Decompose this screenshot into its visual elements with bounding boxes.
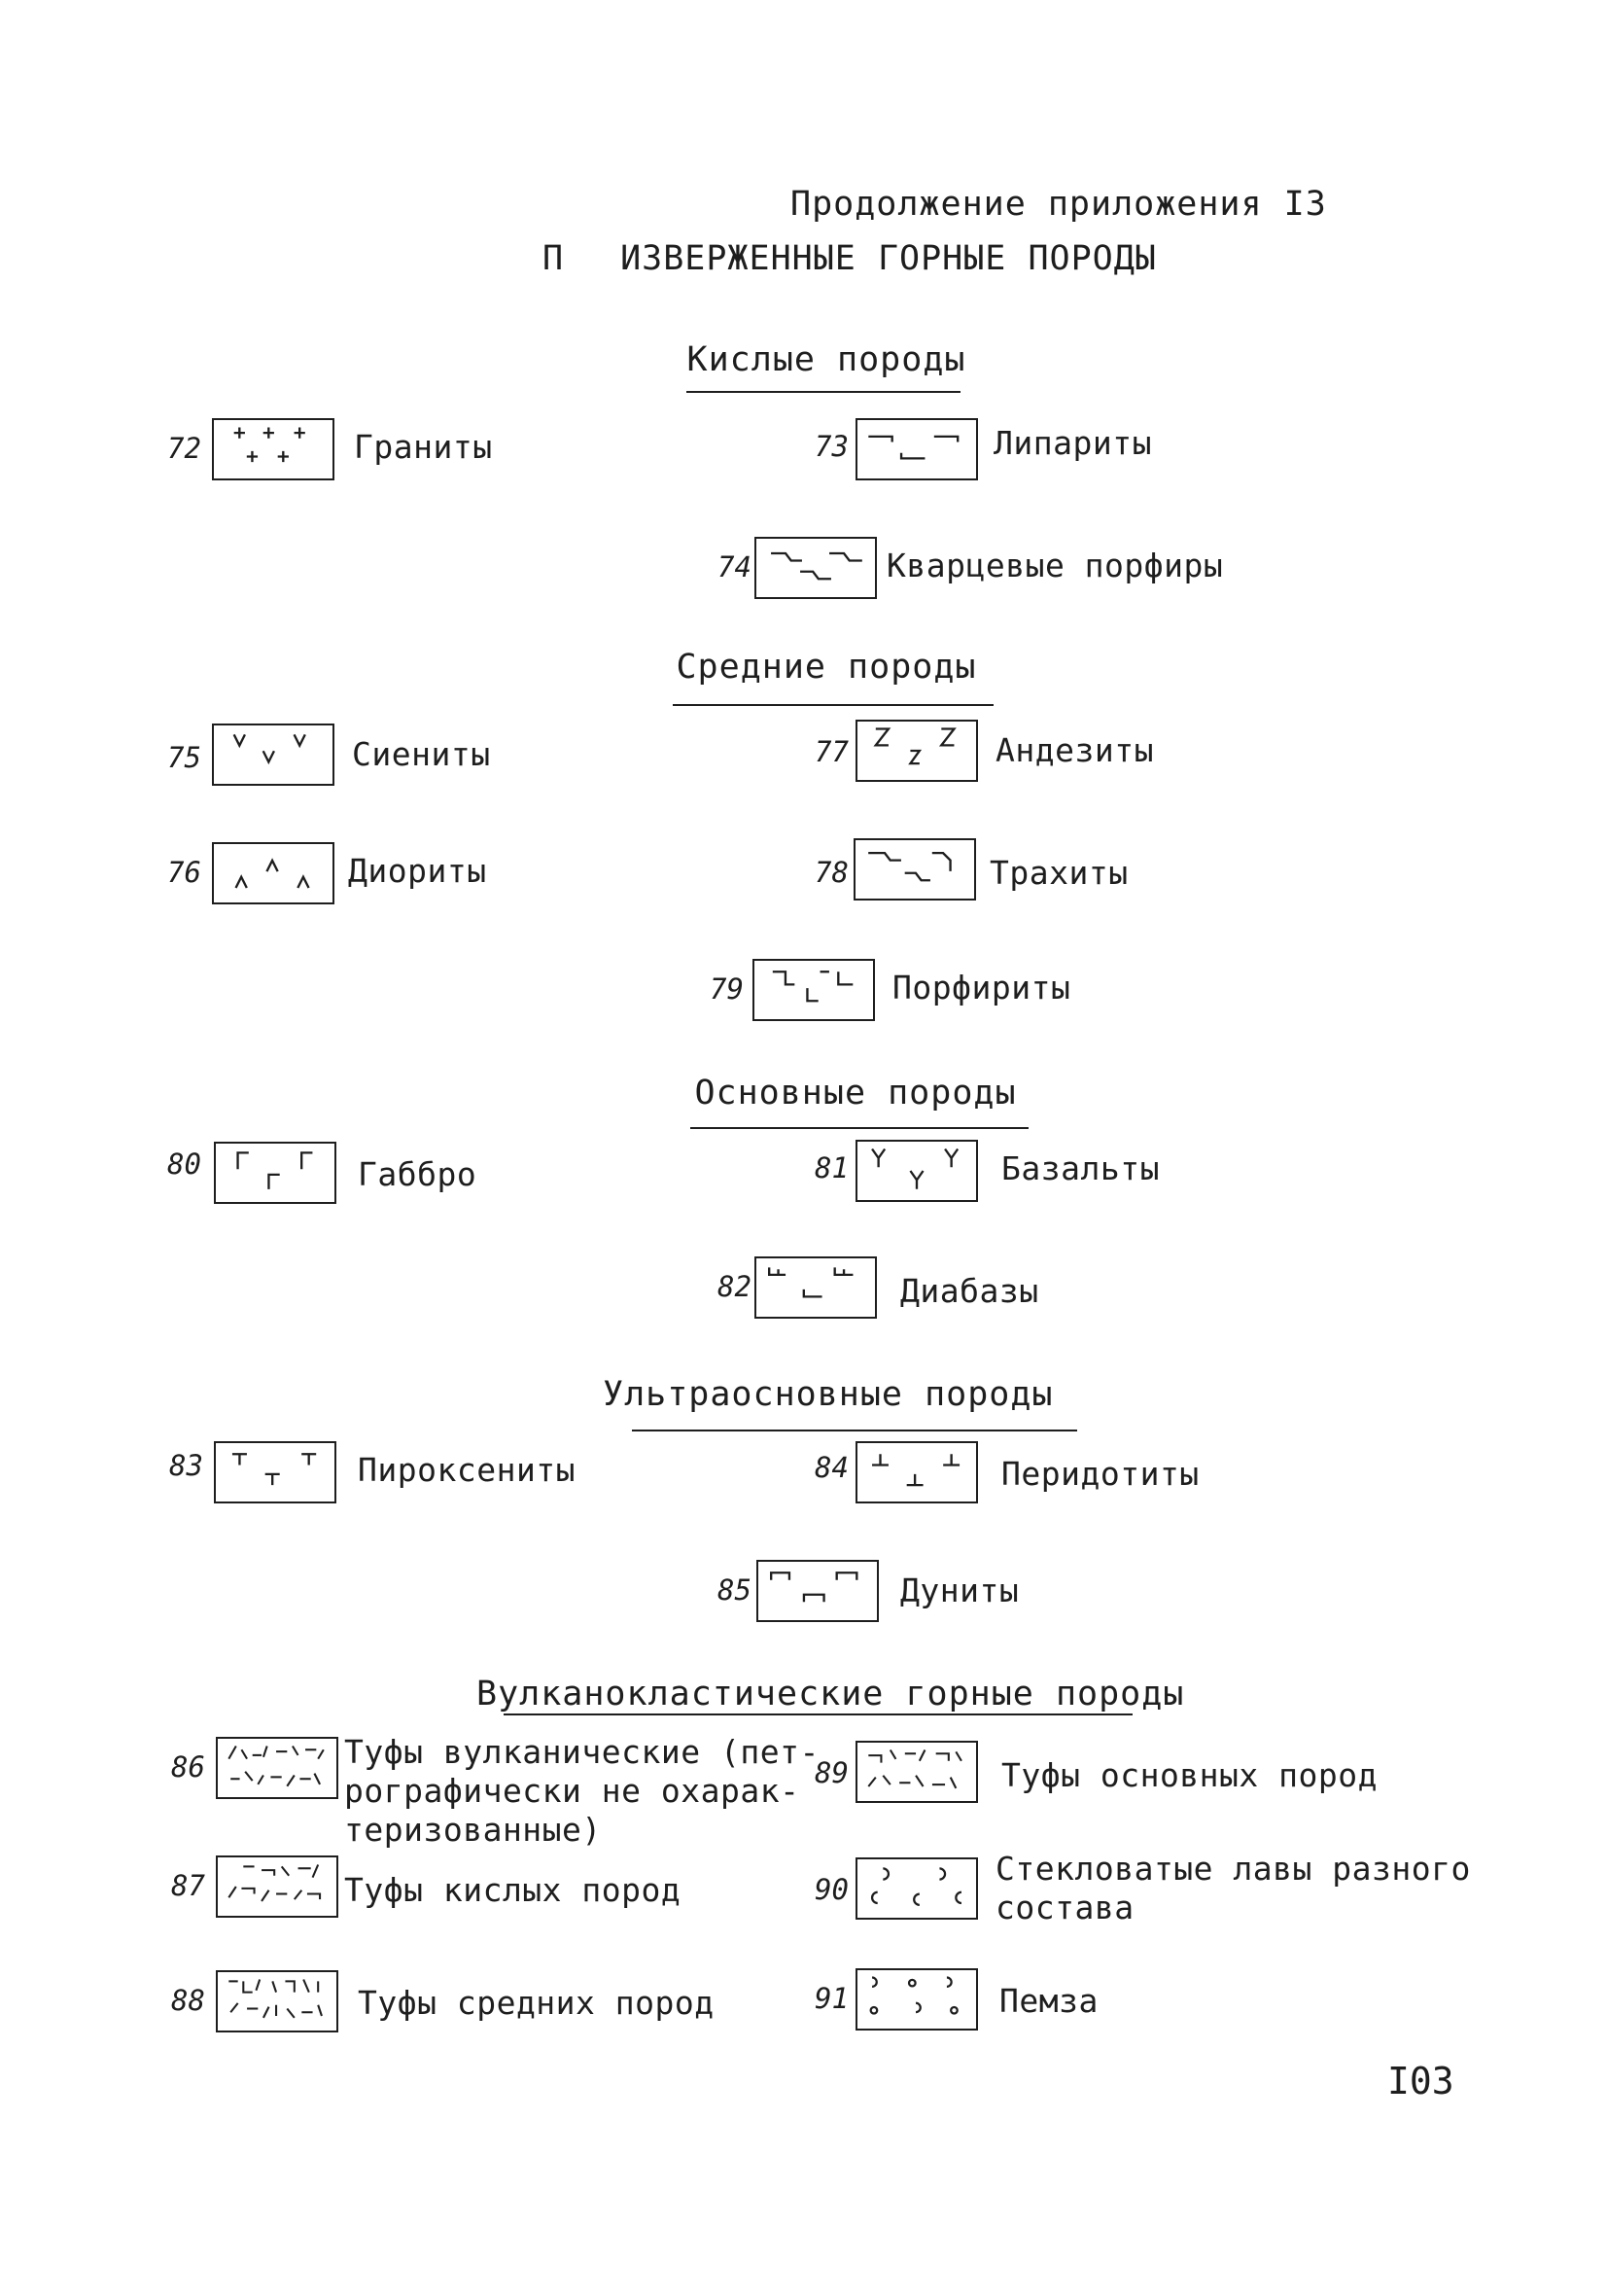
- rock-label: Туфы основных пород: [1001, 1756, 1378, 1794]
- group-rule-intermediate: [673, 704, 994, 706]
- entry-number: 83: [169, 1449, 203, 1482]
- rock-label: Пироксениты: [358, 1451, 576, 1489]
- gabbro-pattern-icon: [214, 1142, 336, 1204]
- rock-label: Дуниты: [900, 1572, 1020, 1609]
- entry-number: 90: [815, 1873, 849, 1906]
- group-rule-basic: [690, 1127, 1029, 1129]
- pumice-pattern-icon: [856, 1968, 978, 2031]
- rock-label: Липариты: [994, 424, 1152, 462]
- rock-label: Туфы кислых пород: [344, 1871, 681, 1909]
- rock-label: Пемза: [999, 1982, 1099, 2020]
- group-rule-ultrabasic: [632, 1430, 1077, 1431]
- entry-number: 82: [717, 1270, 751, 1303]
- quartz-porphyry-pattern-icon: [754, 537, 877, 599]
- pyroxenite-pattern-icon: [214, 1441, 336, 1503]
- rock-label: Порфириты: [892, 969, 1071, 1007]
- entry-number: 75: [167, 741, 201, 774]
- page-number: I03: [1387, 2060, 1454, 2102]
- volcanic-tuff-pattern-icon: [216, 1737, 338, 1799]
- group-heading-intermediate: Средние породы: [676, 648, 977, 687]
- entry-number: 72: [167, 432, 201, 465]
- diorite-pattern-icon: [212, 842, 334, 904]
- entry-number: 76: [167, 856, 201, 889]
- basalt-pattern-icon: [856, 1140, 978, 1202]
- rock-label: Сиениты: [352, 735, 491, 773]
- dunite-pattern-icon: [756, 1560, 879, 1622]
- glassy-lava-pattern-icon: [856, 1857, 978, 1920]
- rock-label: Габбро: [358, 1155, 477, 1193]
- entry-number: 78: [815, 856, 849, 889]
- rock-label: Туфы средних пород: [358, 1984, 715, 2022]
- entry-number: 77: [815, 735, 849, 768]
- rock-label: Трахиты: [990, 854, 1129, 892]
- group-rule-acid: [686, 391, 961, 393]
- porphyrite-pattern-icon: [752, 959, 875, 1021]
- entry-number: 87: [171, 1869, 205, 1902]
- rock-label: Стекловатые лавы разного состава: [996, 1850, 1471, 1926]
- rock-label: Андезиты: [996, 731, 1154, 769]
- section-heading: П ИЗВЕРЖЕННЫЕ ГОРНЫЕ ПОРОДЫ: [542, 239, 1157, 278]
- entry-number: 91: [815, 1982, 849, 2015]
- section-title: ИЗВЕРЖЕННЫЕ ГОРНЫЕ ПОРОДЫ: [620, 239, 1157, 278]
- entry-number: 84: [815, 1451, 849, 1484]
- entry-number: 85: [717, 1573, 751, 1607]
- group-heading-basic: Основные породы: [694, 1074, 1017, 1113]
- entry-number: 86: [171, 1750, 205, 1784]
- trachyte-pattern-icon: [854, 838, 976, 901]
- entry-number: 89: [815, 1756, 849, 1789]
- group-rule-volcaniclastic: [504, 1713, 1133, 1715]
- entry-number: 81: [815, 1151, 849, 1184]
- group-heading-ultrabasic: Ультраосновные породы: [603, 1375, 1054, 1414]
- rock-label: Перидотиты: [1001, 1455, 1200, 1493]
- entry-number: 79: [710, 972, 744, 1006]
- rock-label: Диориты: [348, 852, 487, 890]
- rock-label: Базальты: [1001, 1149, 1160, 1187]
- entry-number: 80: [167, 1148, 201, 1181]
- intermediate-tuff-pattern-icon: [216, 1970, 338, 2032]
- rock-label: Граниты: [354, 428, 493, 466]
- group-heading-volcaniclastic: Вулканокластические горные породы: [476, 1675, 1185, 1713]
- section-roman-numeral: П: [542, 239, 565, 278]
- peridotite-pattern-icon: [856, 1441, 978, 1503]
- entry-number: 88: [171, 1984, 205, 2017]
- liparite-pattern-icon: [856, 418, 978, 480]
- rock-label: Туфы вулканические (пет- рографически не…: [344, 1733, 820, 1849]
- continuation-heading: Продолжение приложения I3: [790, 185, 1327, 224]
- acid-tuff-pattern-icon: [216, 1855, 338, 1918]
- andesite-pattern-icon: [856, 720, 978, 782]
- group-heading-acid: Кислые породы: [686, 340, 966, 379]
- entry-number: 74: [717, 550, 751, 583]
- basic-tuff-pattern-icon: [856, 1741, 978, 1803]
- diabase-pattern-icon: [754, 1256, 877, 1319]
- rock-label: Кварцевые порфиры: [887, 547, 1224, 584]
- syenite-pattern-icon: [212, 724, 334, 786]
- rock-label: Диабазы: [900, 1272, 1039, 1310]
- entry-number: 73: [815, 430, 849, 463]
- granite-pattern-icon: [212, 418, 334, 480]
